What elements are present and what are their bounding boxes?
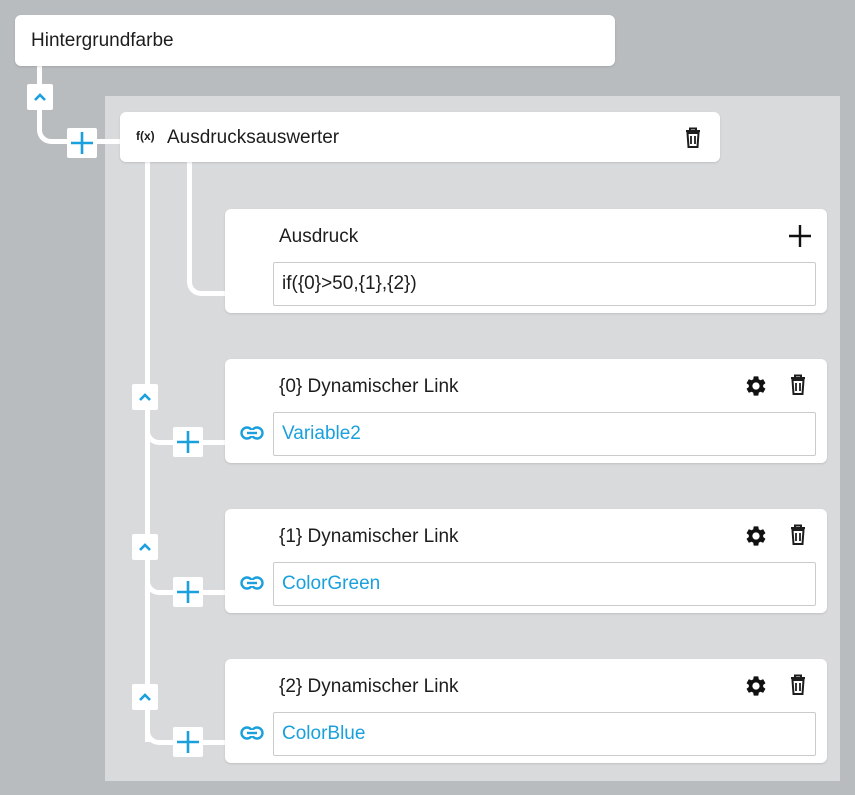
- link-input-1[interactable]: ColorGreen: [273, 562, 816, 606]
- connector-expression: [187, 162, 232, 296]
- add-button-link-2[interactable]: [173, 727, 203, 757]
- link-icon: [239, 722, 265, 744]
- add-button-link-0[interactable]: [173, 427, 203, 457]
- trash-icon: [791, 374, 805, 395]
- link-card-2: {2} Dynamischer Link ColorBlue: [225, 659, 827, 763]
- plus-icon: [789, 225, 811, 247]
- plus-icon: [177, 581, 199, 603]
- evaluator-card: f(x) Ausdrucksauswerter: [120, 112, 720, 162]
- expression-card: Ausdruck if({0}>50,{1},{2}): [225, 209, 827, 313]
- link-title-1: {1} Dynamischer Link: [279, 526, 459, 547]
- root-title: Hintergrundfarbe: [31, 30, 174, 51]
- settings-button-link-2[interactable]: [743, 673, 769, 699]
- trash-icon: [791, 674, 805, 695]
- chevron-up-icon: [139, 693, 151, 701]
- link-value-0: Variable2: [282, 423, 361, 444]
- delete-button-link-2[interactable]: [787, 673, 809, 697]
- gear-icon: [746, 676, 766, 696]
- link-input-0[interactable]: Variable2: [273, 412, 816, 456]
- collapse-button-root[interactable]: [27, 84, 53, 110]
- link-value-2: ColorBlue: [282, 723, 366, 744]
- chevron-up-icon: [139, 393, 151, 401]
- delete-button-link-0[interactable]: [787, 373, 809, 397]
- add-expression-button[interactable]: [787, 223, 813, 249]
- connector-main-vertical: [145, 162, 150, 742]
- link-title-2: {2} Dynamischer Link: [279, 676, 459, 697]
- chain-link-icon: [240, 576, 264, 590]
- plus-icon: [71, 132, 93, 154]
- function-icon: f(x): [136, 129, 155, 143]
- evaluator-title: Ausdrucksauswerter: [167, 127, 340, 148]
- trash-icon: [791, 524, 805, 545]
- delete-button-link-1[interactable]: [787, 523, 809, 547]
- expression-label: Ausdruck: [279, 226, 359, 247]
- collapse-button-link-1[interactable]: [132, 534, 158, 560]
- chevron-up-icon: [139, 543, 151, 551]
- trash-icon: [686, 127, 700, 148]
- link-icon: [239, 422, 265, 444]
- plus-icon: [177, 731, 199, 753]
- delete-button-evaluator[interactable]: [682, 126, 704, 150]
- add-button-link-1[interactable]: [173, 577, 203, 607]
- link-icon: [239, 572, 265, 594]
- gear-icon: [746, 376, 766, 396]
- link-card-1: {1} Dynamischer Link ColorGreen: [225, 509, 827, 613]
- collapse-button-link-2[interactable]: [132, 684, 158, 710]
- link-card-0: {0} Dynamischer Link Variable2: [225, 359, 827, 463]
- expression-input[interactable]: if({0}>50,{1},{2}): [273, 262, 816, 306]
- settings-button-link-1[interactable]: [743, 523, 769, 549]
- gear-icon: [746, 526, 766, 546]
- link-value-1: ColorGreen: [282, 573, 381, 594]
- collapse-button-link-0[interactable]: [132, 384, 158, 410]
- chevron-up-icon: [34, 93, 46, 101]
- add-button-root[interactable]: [67, 128, 97, 158]
- chain-link-icon: [240, 726, 264, 740]
- expression-value: if({0}>50,{1},{2}): [282, 273, 417, 294]
- plus-icon: [177, 431, 199, 453]
- chain-link-icon: [240, 426, 264, 440]
- link-input-2[interactable]: ColorBlue: [273, 712, 816, 756]
- settings-button-link-0[interactable]: [743, 373, 769, 399]
- link-title-0: {0} Dynamischer Link: [279, 376, 459, 397]
- root-card: Hintergrundfarbe: [15, 15, 615, 66]
